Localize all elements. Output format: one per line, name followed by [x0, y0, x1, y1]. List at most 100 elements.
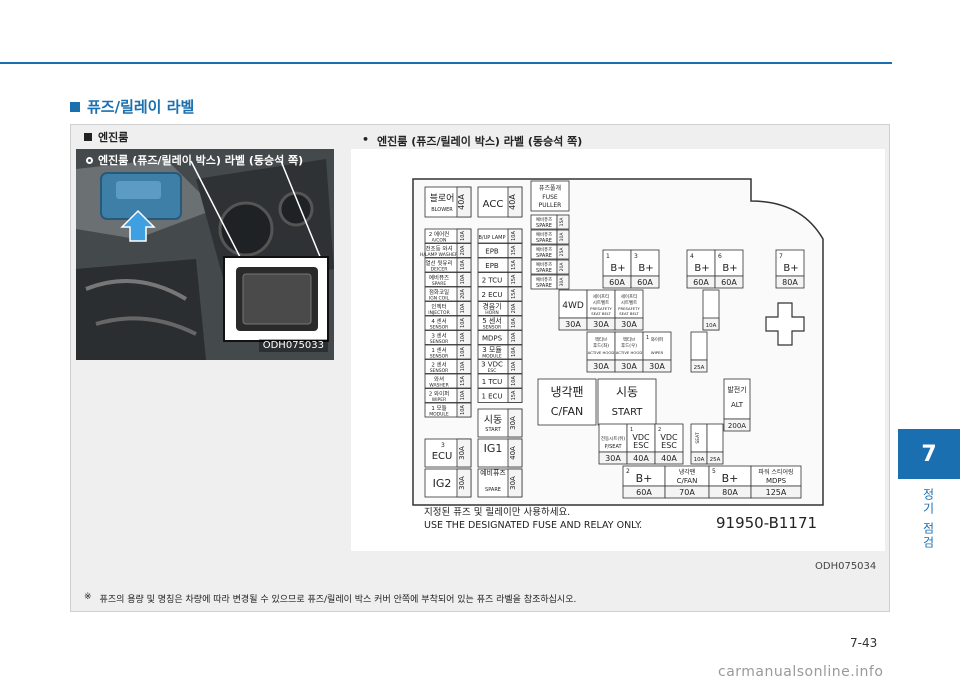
relay-fuse-sub: SEAT BELT — [591, 311, 611, 316]
fuse-amp: 20A — [559, 262, 565, 272]
fuse-cell-sub: WIPER — [432, 397, 446, 403]
note-text: 퓨즈의 용량 및 명칭은 차량에 따라 변경될 수 있으므로 퓨즈/릴레이 박스… — [99, 595, 577, 605]
fuse-amp: 30A — [593, 362, 609, 371]
fuse-amp: 10A — [460, 231, 466, 241]
fuse-cell-name: ACC — [483, 199, 504, 210]
relay-fuse-name: 세이프티 — [593, 293, 610, 300]
right-panel-header: • 엔진룸 (퓨즈/릴레이 박스) 라벨 (동승석 쪽) — [362, 133, 582, 149]
cooling-fan-sub: C/FAN — [551, 405, 583, 418]
start-relay-name: 시동 — [616, 385, 638, 399]
spare-fuse-sub: SPARE — [536, 253, 552, 259]
hood-fuse-name: 와이퍼 — [651, 336, 663, 343]
fuse-amp-cell — [654, 451, 684, 465]
fuse-amp: 30A — [621, 362, 637, 371]
fuse-amp-cell — [642, 359, 672, 373]
bottom-fuse-name: SEAT — [695, 432, 701, 443]
fuse-cell-name: EPB — [485, 248, 499, 256]
fuse-cell-sub: A/CON — [432, 238, 447, 244]
relay-socket-cross — [765, 302, 805, 346]
note-symbol: ※ — [84, 592, 92, 602]
fuse-cell-name: 5 센서 — [482, 316, 502, 325]
relay-fuse-sub: PRESAFETY — [590, 306, 612, 311]
fuse-cell-name: 3 VDC — [481, 361, 503, 369]
fuse-amp-cell — [507, 388, 523, 403]
relay-fuse-name: 시트벨트 — [593, 299, 610, 306]
fuse-amp: 30A — [458, 446, 466, 460]
fuse-amp: 60A — [636, 488, 652, 497]
fuse-amp: 10A — [511, 376, 517, 386]
fuse-amp-cell — [507, 408, 523, 438]
fuse-cell-sub: SENSOR — [430, 339, 449, 345]
fuse-amp: 15A — [511, 260, 517, 270]
fuse-cell-name: 예비퓨즈 — [429, 274, 449, 282]
fuse-amp-cell — [507, 257, 523, 273]
fuse-amp: 10A — [694, 457, 705, 463]
fuse-puller-cell — [530, 180, 570, 212]
fuse-amp-cell — [456, 243, 472, 258]
bottom-fuse-cell — [706, 423, 724, 453]
bplus-name: B+ — [694, 263, 709, 274]
fuse-amp: 10A — [460, 332, 466, 342]
fuse-cell-name: 2 TCU — [482, 277, 503, 285]
bplus-num: 6 — [718, 253, 722, 260]
alternator-name: 발전기 — [727, 385, 746, 394]
fuse-amp: 10A — [460, 318, 466, 328]
hood-fuse-name: 후드(우) — [621, 343, 637, 349]
fuse-amp-cell — [456, 272, 472, 287]
fuse-cell-name: ECU — [432, 451, 453, 462]
fuse-cell-name: IG2 — [433, 477, 452, 490]
fuse-amp-cell — [556, 259, 570, 275]
fuse-amp-cell — [690, 359, 708, 373]
fuse-cell-name: IG1 — [484, 442, 503, 455]
bplus-name: B+ — [783, 263, 798, 274]
fuse-amp: 60A — [693, 278, 709, 287]
relay-fuse-sub: SEAT BELT — [619, 311, 639, 316]
bottom-big-name: 냉각팬 — [679, 468, 696, 476]
fuse-amp: 30A — [649, 362, 665, 371]
fuse-amp-cell — [750, 485, 802, 499]
left-panel-title: 엔진룸 — [98, 131, 129, 144]
spare-fuse-sub: SPARE — [536, 268, 552, 274]
fuse-puller-sub: FUSE — [542, 194, 558, 201]
relay-fuse-name: 4WD — [562, 301, 584, 311]
fuse-amp-cell — [456, 228, 472, 244]
fuse-amp: 10A — [706, 323, 717, 329]
fuse-cell-name: 시동 — [484, 414, 502, 426]
fuse-cell-name: 전조등 와셔 — [425, 245, 452, 253]
fuse-cell-sub: SENSOR — [430, 368, 449, 374]
engine-room-illustration — [76, 149, 334, 360]
spare-fuse-name: 예비퓨즈 — [536, 276, 553, 283]
fuse-amp-cell — [456, 257, 472, 273]
fuse-amp: 10A — [511, 361, 517, 371]
fuse-cell-name: MDPS — [482, 335, 503, 343]
fuse-cell-name: 인젝터 — [431, 303, 446, 311]
relay-fuse-cell — [614, 289, 644, 319]
fuse-cell-sub: START — [485, 427, 501, 433]
fuse-amp: 10A — [511, 347, 517, 357]
bplus-num: 1 — [606, 253, 610, 260]
fuse-amp-cell — [456, 344, 472, 360]
hood-fuse-name: 액티브 — [623, 336, 635, 343]
bottom-big-sub: MDPS — [766, 477, 787, 485]
bplus-num: 3 — [634, 253, 638, 260]
fuse-cell-name: 4 센서 — [431, 317, 446, 325]
fuse-cell-sub: H/LAMP WASHER — [420, 252, 458, 258]
bplus-name: B+ — [722, 263, 737, 274]
fuse-cell-name: 2 센서 — [431, 361, 446, 369]
fuse-cell-name: EPB — [485, 262, 499, 270]
fuse-amp: 15A — [511, 274, 517, 284]
fuse-amp: 30A — [605, 454, 621, 463]
relay-fuse-sub: PRESAFETY — [618, 306, 640, 311]
fuse-amp: 10A — [511, 332, 517, 342]
relay-fuse-name: 시트벨트 — [621, 299, 638, 306]
fuse-cell-num: 1 — [646, 335, 649, 341]
fuse-amp-cell — [456, 330, 472, 345]
fuse-amp: 15A — [511, 289, 517, 299]
hood-fuse-sub: WIPER — [651, 350, 664, 355]
fuse-amp: 30A — [559, 277, 565, 287]
fuse-amp: 40A — [508, 194, 517, 210]
fuse-cell-name: 3 센서 — [431, 332, 446, 340]
fuse-amp: 15A — [460, 376, 466, 386]
